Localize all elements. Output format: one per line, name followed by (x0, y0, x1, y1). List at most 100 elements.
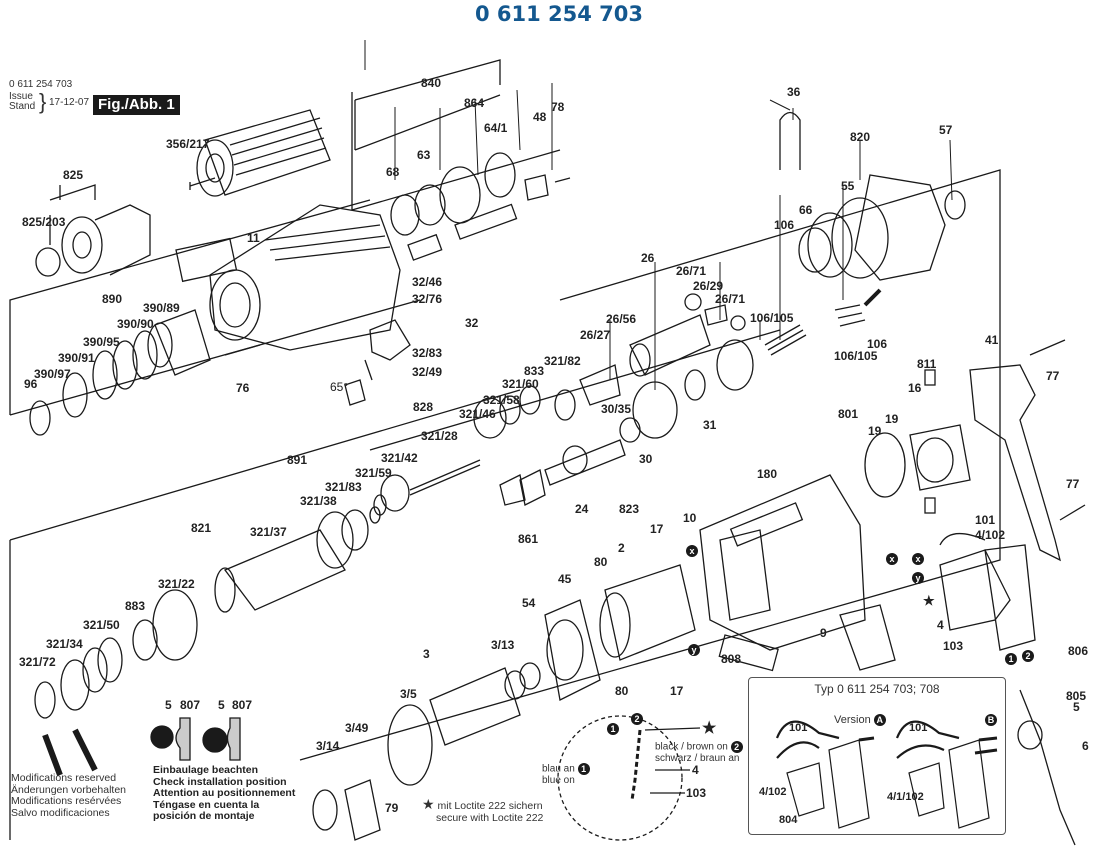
issue-label-en: Issue (9, 91, 33, 102)
plate-807b (226, 717, 241, 761)
blue-note-en: blue on (542, 775, 575, 786)
switch-variant-drawing (775, 720, 998, 829)
blue-note-de: blau an 1 (542, 763, 590, 775)
doc-number: 0 611 254 703 (9, 79, 73, 90)
part-label: 828 (413, 400, 434, 414)
spring-106 (834, 304, 866, 327)
part-label: 26/56 (606, 312, 637, 326)
part-label: 390/91 (58, 351, 95, 365)
loctite-de: mit Loctite 222 sichern (437, 800, 543, 812)
part-label: 321/59 (355, 466, 392, 480)
intermediate-shaft-24 (499, 439, 626, 506)
bearing-flange-820 (798, 174, 966, 281)
part-label: 321/22 (158, 577, 195, 591)
blue-de: blau an (542, 763, 575, 775)
part-label: 32/46 (412, 275, 443, 289)
part-label: 861 (518, 532, 539, 546)
leader-star (644, 727, 701, 731)
part-label: 821 (191, 521, 212, 535)
gear-housing-drawing (175, 204, 401, 351)
part-label: 321/58 (483, 393, 520, 407)
part-label: 16 (908, 381, 922, 395)
part-label: 106/105 (750, 311, 794, 325)
part-label: 4/102 (759, 786, 787, 798)
loctite-note: ★ mit Loctite 222 sichern secure with Lo… (422, 796, 543, 824)
wire-note-de: schwarz / braun an (655, 753, 740, 764)
part-label: 17 (670, 684, 684, 698)
document-title: 0 611 254 703 (474, 2, 644, 26)
part-label: 321/37 (250, 525, 287, 539)
part-label: 4/1/102 (887, 791, 924, 803)
part-label: 801 (838, 407, 859, 421)
part-label: 32/76 (412, 292, 443, 306)
screw-77-bottom (1059, 504, 1086, 521)
frame-main-upper (9, 199, 421, 416)
part-label: 321/50 (83, 618, 120, 632)
part-label: 864 (464, 96, 485, 110)
part-label: 64/1 (484, 121, 508, 135)
part-label: 106 (867, 337, 888, 351)
part-label: 55 (841, 179, 855, 193)
version-text: Version (834, 713, 871, 726)
ring-set-390 (29, 309, 211, 436)
part-label: 321/28 (421, 429, 458, 443)
marker-x: x (686, 545, 698, 557)
mod-line: Änderungen vorbehalten (11, 783, 127, 796)
part-label: 890 (102, 292, 123, 306)
black-brown-en: black / brown on (655, 741, 728, 753)
clip-36 (779, 111, 801, 170)
part-label: 17 (650, 522, 664, 536)
drill-chuck-drawing (196, 109, 331, 197)
part-label: 31 (703, 418, 717, 432)
plate-807a (175, 717, 191, 761)
part-label: 891 (287, 453, 308, 467)
part-label: 321/42 (381, 451, 418, 465)
part-label: 57 (939, 123, 953, 137)
part-label: 48 (533, 110, 547, 124)
part-label: 68 (386, 165, 400, 179)
mod-line: Salvo modificaciones (11, 806, 110, 819)
marker-2: 2 (730, 741, 743, 753)
part-label: 41 (985, 333, 999, 347)
install-line: Téngase en cuenta la (153, 798, 260, 811)
marker-2: 2 (1022, 650, 1034, 662)
install-line: Attention au positionnement (153, 787, 296, 799)
part-label: 4/102 (975, 528, 1006, 542)
part-label: 321/82 (544, 354, 581, 368)
armature-3 (312, 662, 541, 841)
brush-holder-801 (864, 369, 971, 514)
motor-housing-10 (699, 474, 896, 672)
part-label: 79 (385, 801, 399, 815)
variant-title: Typ 0 611 254 703; 708 (814, 682, 940, 696)
star-icon: ★ (422, 796, 435, 812)
part-label: 32 (465, 316, 479, 330)
marker-y: y (912, 572, 924, 584)
marker-x: x (886, 553, 898, 565)
part-label: 3/5 (400, 687, 417, 701)
mod-line: Modifications reserved (11, 772, 117, 784)
part-label: 5 (165, 698, 172, 712)
bearing-set-840 (390, 152, 571, 261)
marker-A: A (873, 714, 886, 726)
part-label: 19 (885, 412, 899, 426)
wiring-detail-circle (557, 715, 683, 841)
part-label: 11 (247, 231, 260, 245)
part-label: 321/72 (19, 655, 56, 669)
issue-date: 17-12-07 (49, 97, 90, 108)
part-label: 19 (868, 424, 882, 438)
part-label: 321/83 (325, 480, 362, 494)
install-line: Check installation position (153, 775, 287, 788)
part-label: 833 (524, 364, 545, 378)
part-label: 321/38 (300, 494, 337, 508)
part-label: 811 (917, 357, 937, 371)
spring-106-105 (764, 324, 807, 356)
part-label: 806 (1068, 644, 1089, 658)
part-label: 32/83 (412, 346, 443, 360)
part-label: 24 (575, 502, 589, 516)
part-label: 3/14 (316, 739, 340, 753)
issue-block: Issue Stand } 17-12-07 (9, 91, 89, 113)
part-label: 390/97 (34, 367, 71, 381)
part-label: 840 (421, 76, 442, 90)
part-label: 807 (180, 698, 201, 712)
